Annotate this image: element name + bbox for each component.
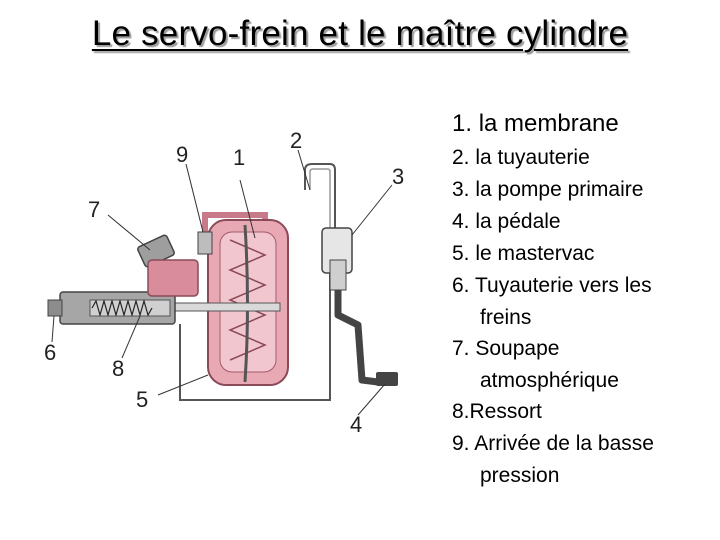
callout-2: 2 [290, 128, 302, 153]
vacuum-pipe-inner [309, 168, 331, 260]
legend-list: 1. la membrane 2. la tuyauterie 3. la po… [452, 108, 714, 491]
legend-text: Ressort [469, 400, 542, 423]
low-pressure-fitting [197, 231, 213, 255]
legend-num: 2. [452, 146, 470, 169]
servo-brake-diagram: 1 2 3 4 5 6 7 8 9 [44, 128, 404, 437]
legend-item-4: 4. la pédale [452, 206, 714, 238]
legend-text: la pompe primaire [475, 178, 644, 201]
membrane-spring [228, 239, 267, 361]
legend-text: Arrivée de la basse [474, 432, 654, 455]
legend-num: 8. [452, 400, 470, 423]
leader-2 [297, 149, 311, 191]
vacuum-pipe [304, 163, 336, 260]
legend-text-cont: atmosphérique [480, 369, 619, 392]
legend-text-cont: pression [480, 464, 560, 487]
legend-item-1: 1. la membrane [452, 108, 714, 140]
legend-text: la tuyauterie [475, 146, 590, 169]
callout-6: 6 [44, 340, 56, 365]
legend-num: 9. [452, 432, 470, 455]
callout-9: 9 [176, 142, 188, 167]
legend-item-6: 6. Tuyauterie vers les freins [452, 270, 714, 333]
legend-item-7: 7. Soupape atmosphérique [452, 333, 714, 396]
leader-6 [51, 315, 55, 343]
legend-num: 7. [452, 337, 470, 360]
brake-line-outlet [47, 299, 63, 317]
legend-num: 1. [452, 110, 473, 137]
piston-rod [159, 302, 281, 312]
legend-text: le mastervac [475, 242, 595, 265]
leader-4 [357, 383, 386, 416]
legend-text: la pédale [475, 210, 561, 233]
title-container: Le servo-frein et le maître cylindre [0, 14, 720, 54]
leader-8 [121, 315, 141, 359]
page-title: Le servo-frein et le maître cylindre [91, 14, 629, 53]
callout-8: 8 [112, 356, 124, 381]
pedal-arm [334, 290, 379, 386]
legend-item-2: 2. la tuyauterie [452, 142, 714, 174]
primary-pump-lower [329, 259, 347, 291]
callout-5: 5 [136, 387, 148, 412]
legend-item-9: 9. Arrivée de la basse pression [452, 428, 714, 491]
legend-num: 5. [452, 242, 470, 265]
legend-num: 4. [452, 210, 470, 233]
leader-1 [239, 179, 256, 239]
pedal-pad [376, 372, 398, 386]
legend-text: Soupape [475, 337, 560, 360]
leader-7 [107, 214, 151, 251]
legend-num: 6. [452, 274, 470, 297]
legend-text: la membrane [478, 110, 619, 137]
callout-3: 3 [392, 164, 404, 189]
legend-text-cont: freins [480, 306, 532, 329]
legend-item-8: 8.Ressort [452, 396, 714, 428]
valve-housing [147, 259, 199, 297]
callout-1: 1 [233, 145, 245, 170]
callout-7: 7 [88, 197, 100, 222]
callout-4: 4 [350, 412, 362, 437]
legend-text: Tuyauterie vers les [474, 274, 652, 297]
leader-5 [157, 374, 209, 396]
legend-item-3: 3. la pompe primaire [452, 174, 714, 206]
return-spring [91, 298, 153, 318]
legend-num: 3. [452, 178, 470, 201]
leader-9 [185, 163, 204, 233]
legend-item-5: 5. le mastervac [452, 238, 714, 270]
return-line [179, 260, 331, 401]
leader-3 [351, 184, 393, 236]
